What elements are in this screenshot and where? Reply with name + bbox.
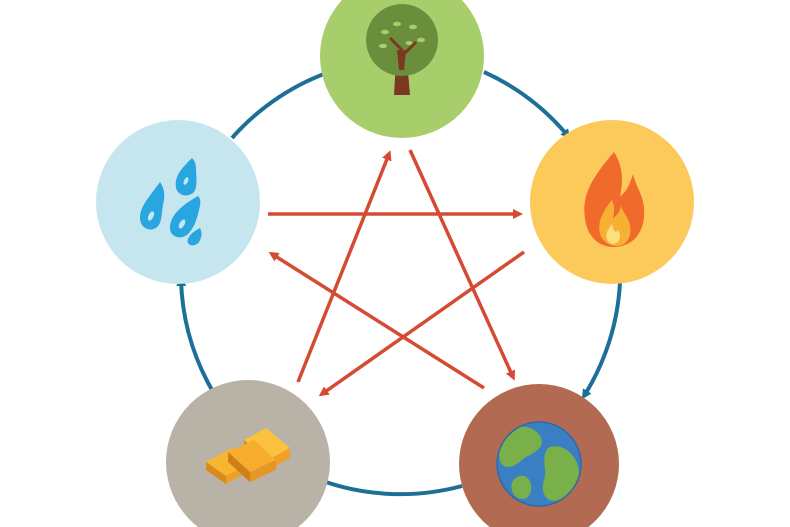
arrow-metal-to-water bbox=[176, 276, 214, 391]
arrow-earth-to-metal bbox=[316, 477, 463, 497]
arrow-fire-to-metal bbox=[318, 250, 526, 397]
arrow-earth-to-water bbox=[268, 251, 485, 390]
arrow-fire-to-earth bbox=[581, 281, 622, 400]
arrow-water-to-wood bbox=[230, 67, 339, 140]
arrow-metal-to-wood bbox=[296, 150, 392, 383]
water-drops-icon bbox=[140, 158, 202, 246]
gold-bars-icon bbox=[206, 428, 290, 484]
node-fire bbox=[530, 120, 694, 284]
node-earth bbox=[459, 384, 619, 527]
flame-icon bbox=[584, 152, 645, 247]
tree-icon bbox=[366, 4, 438, 95]
globe-icon bbox=[496, 421, 582, 507]
arrow-wood-to-earth bbox=[408, 149, 516, 381]
arrow-wood-to-fire bbox=[483, 70, 571, 140]
node-water bbox=[96, 120, 260, 284]
node-wood bbox=[320, 0, 484, 138]
inner-star bbox=[268, 149, 526, 397]
node-metal bbox=[166, 380, 330, 527]
